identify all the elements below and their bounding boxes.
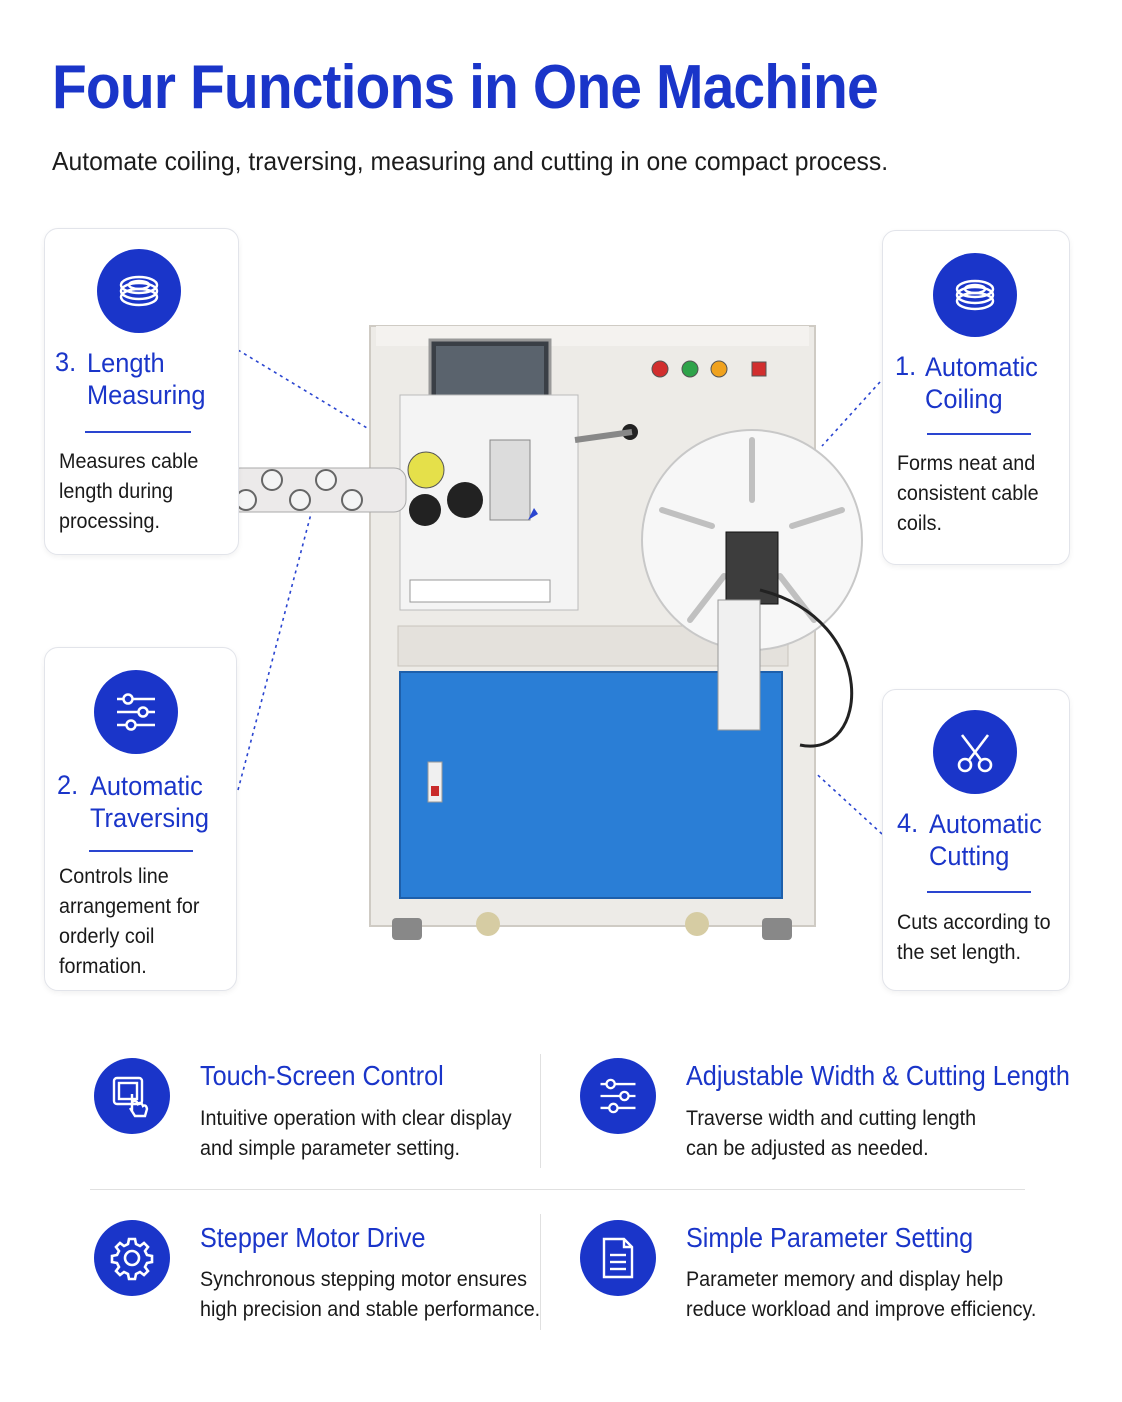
function-desc-line2: consistent cable [897, 482, 1039, 505]
feature-desc-line1: Parameter memory and display help [686, 1268, 1004, 1291]
function-card-automatic-coiling: 1. Automatic Coiling Forms neat and cons… [882, 230, 1070, 565]
function-desc-line3: coils. [897, 512, 942, 535]
page-subtitle: Automate coiling, traversing, measuring … [52, 146, 889, 176]
function-title-line2: Coiling [925, 384, 1003, 414]
feature-desc-line2: can be adjusted as needed. [686, 1137, 929, 1160]
feature-desc-line1: Synchronous stepping motor ensures [200, 1268, 528, 1291]
coil-icon [933, 253, 1017, 337]
function-card-automatic-cutting: 4. Automatic Cutting Cuts according to t… [882, 689, 1070, 991]
function-desc-line1: Measures cable [59, 450, 199, 473]
function-number: 1. [895, 351, 917, 381]
feature-divider-vertical [540, 1214, 541, 1330]
function-desc-line2: the set length. [897, 941, 1022, 964]
function-title-line2: Cutting [929, 841, 1010, 871]
feature-divider-vertical [540, 1054, 541, 1168]
feature-desc-line1: Traverse width and cutting length [686, 1107, 977, 1130]
scissors-icon [933, 710, 1017, 794]
function-number: 4. [897, 808, 919, 838]
function-title-line1: Automatic [925, 352, 1038, 382]
divider [927, 891, 1031, 893]
function-desc-line1: Cuts according to [897, 911, 1051, 934]
function-title-line2: Traversing [90, 803, 209, 833]
function-card-length-measuring: 3. Length Measuring Measures cable lengt… [44, 228, 239, 555]
function-desc-line2: length during [59, 480, 174, 503]
function-desc-line2: arrangement for [59, 895, 200, 918]
divider [85, 431, 191, 433]
function-title-line1: Automatic [929, 809, 1042, 839]
sliders-icon [94, 670, 178, 754]
coil-icon [97, 249, 181, 333]
function-desc-line4: formation. [59, 955, 147, 978]
function-desc-line1: Controls line [59, 865, 169, 888]
function-title-line2: Measuring [87, 380, 206, 410]
function-desc-line3: processing. [59, 510, 160, 533]
feature-divider-horizontal [90, 1189, 1025, 1190]
feature-desc-line2: and simple parameter setting. [200, 1137, 461, 1160]
feature-desc-line1: Intuitive operation with clear display [200, 1107, 512, 1130]
feature-title: Simple Parameter Setting [686, 1222, 974, 1253]
feature-title: Stepper Motor Drive [200, 1222, 426, 1253]
feature-title: Adjustable Width & Cutting Length [686, 1060, 1070, 1091]
function-number: 2. [57, 770, 79, 800]
function-desc-line1: Forms neat and [897, 452, 1036, 475]
divider [89, 850, 193, 852]
sliders-icon [580, 1058, 656, 1134]
feature-desc-line2: high precision and stable performance. [200, 1298, 541, 1321]
document-icon [580, 1220, 656, 1296]
function-card-automatic-traversing: 2. Automatic Traversing Controls line ar… [44, 647, 237, 991]
function-title-line1: Length [87, 348, 165, 378]
gear-icon [94, 1220, 170, 1296]
feature-desc-line2: reduce workload and improve efficiency. [686, 1298, 1037, 1321]
feature-title: Touch-Screen Control [200, 1060, 444, 1091]
touch-screen-icon [94, 1058, 170, 1134]
divider [927, 433, 1031, 435]
function-desc-line3: orderly coil [59, 925, 155, 948]
function-title-line1: Automatic [90, 771, 203, 801]
function-number: 3. [55, 347, 77, 377]
page-title: Four Functions in One Machine [52, 53, 879, 122]
